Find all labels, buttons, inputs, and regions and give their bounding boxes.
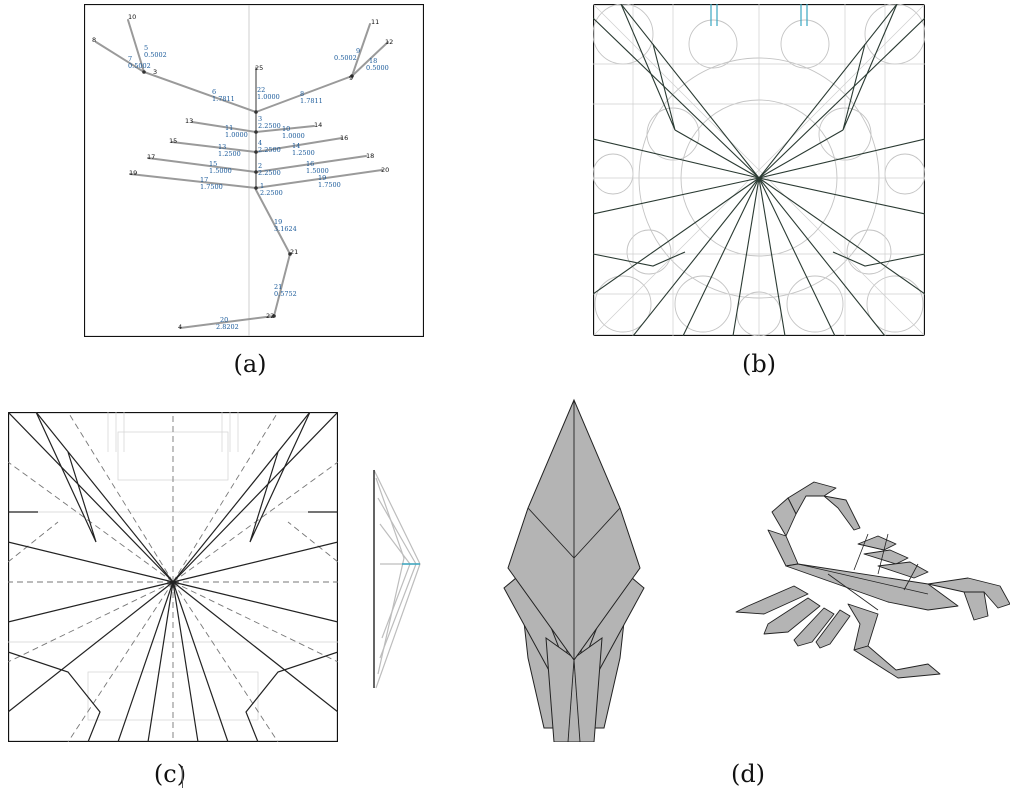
- edge-id: 9: [356, 47, 360, 55]
- node-21: 21: [290, 248, 298, 256]
- edge-id: 2: [258, 162, 262, 170]
- edge-length: 1.7500: [200, 183, 223, 191]
- panel-d-folded-base: [498, 398, 650, 742]
- edge-length: 0.5002: [128, 62, 151, 70]
- caption-a: (a): [233, 350, 267, 378]
- edge-id: 8: [300, 90, 304, 98]
- node-16: 16: [340, 134, 348, 142]
- edge-id: 3: [258, 115, 262, 123]
- caption-c-marker: [182, 766, 183, 788]
- node-11: 11: [371, 18, 379, 26]
- edge-length: 1.0000: [225, 131, 248, 139]
- folded-base-side-view: [373, 469, 421, 689]
- edge-length: 2.2500: [260, 189, 283, 197]
- edge-id: 21: [274, 283, 282, 291]
- node-25: 25: [255, 64, 263, 72]
- node-3: 3: [153, 68, 157, 76]
- node-20: 20: [381, 166, 389, 174]
- panel-d-scorpion: [728, 474, 1010, 686]
- node-15: 15: [169, 137, 177, 145]
- edge-length: 1.2500: [218, 150, 241, 158]
- edge-id: 6: [212, 88, 216, 96]
- caption-b: (b): [741, 350, 777, 378]
- edge-id: 1: [260, 182, 264, 190]
- edge-length: 0.5000: [366, 64, 389, 72]
- origami-scorpion: [735, 481, 1010, 679]
- edge-id: 17: [200, 176, 208, 184]
- edge-length: 1.2500: [292, 149, 315, 157]
- edge-id: 15: [209, 160, 217, 168]
- node-22: 22: [266, 312, 274, 320]
- edge-length: 2.2500: [258, 146, 281, 154]
- node-8: 8: [92, 36, 96, 44]
- panel-d-side-view: [370, 468, 426, 690]
- edge-length: 0.5752: [274, 290, 297, 298]
- edge-id: 20: [220, 316, 228, 324]
- edge-length: 1.5000: [306, 167, 329, 175]
- edge-id: 16: [306, 160, 314, 168]
- node-4: 4: [178, 323, 182, 331]
- panel-b-circle-packing: [593, 4, 925, 336]
- edge-length: 1.5000: [209, 167, 232, 175]
- edge-length: 1.0000: [282, 132, 305, 140]
- edge-length: 1.7811: [212, 95, 235, 103]
- edge-length: 2.2500: [258, 169, 281, 177]
- panel-a-tree: 10 8 11 12 25 13 14 15 16 17 18 19 20 21…: [84, 4, 424, 337]
- edge-length: 2.8202: [216, 323, 239, 331]
- edge-length: 0.5002: [144, 51, 167, 59]
- edge-id: 19: [318, 174, 326, 182]
- edge-id: 5: [144, 44, 148, 52]
- node-18: 18: [366, 152, 374, 160]
- node-12: 12: [385, 38, 393, 46]
- node-9: 9: [349, 74, 353, 82]
- edge-id: 13: [218, 143, 226, 151]
- edge-id: 4: [258, 139, 262, 147]
- edge-id: 10: [282, 125, 290, 133]
- edge-id: 14: [292, 142, 300, 150]
- edge-length: 3.1624: [274, 225, 297, 233]
- edge-id: 22: [257, 86, 265, 94]
- panel-c-crease-pattern: [8, 412, 338, 742]
- node-10: 10: [128, 13, 136, 21]
- node-13: 13: [185, 117, 193, 125]
- folded-base: [503, 398, 645, 742]
- circle-packing-pattern: [593, 4, 925, 336]
- mountain-valley-crease-pattern: [8, 412, 338, 742]
- tree-diagram: 10 8 11 12 25 13 14 15 16 17 18 19 20 21…: [84, 4, 424, 337]
- node-19: 19: [129, 169, 137, 177]
- edge-length: 2.2500: [258, 122, 281, 130]
- edge-length: 1.0000: [257, 93, 280, 101]
- node-14: 14: [314, 121, 322, 129]
- edge-id: 19: [274, 218, 282, 226]
- edge-length: 0.5002: [334, 54, 357, 62]
- edge-length: 1.7811: [300, 97, 323, 105]
- caption-c: (c): [153, 760, 187, 788]
- edge-id: 18: [369, 57, 377, 65]
- caption-d: (d): [730, 760, 766, 788]
- node-17: 17: [147, 153, 155, 161]
- edge-length: 1.7500: [318, 181, 341, 189]
- edge-id: 7: [128, 55, 132, 63]
- edge-id: 11: [225, 124, 233, 132]
